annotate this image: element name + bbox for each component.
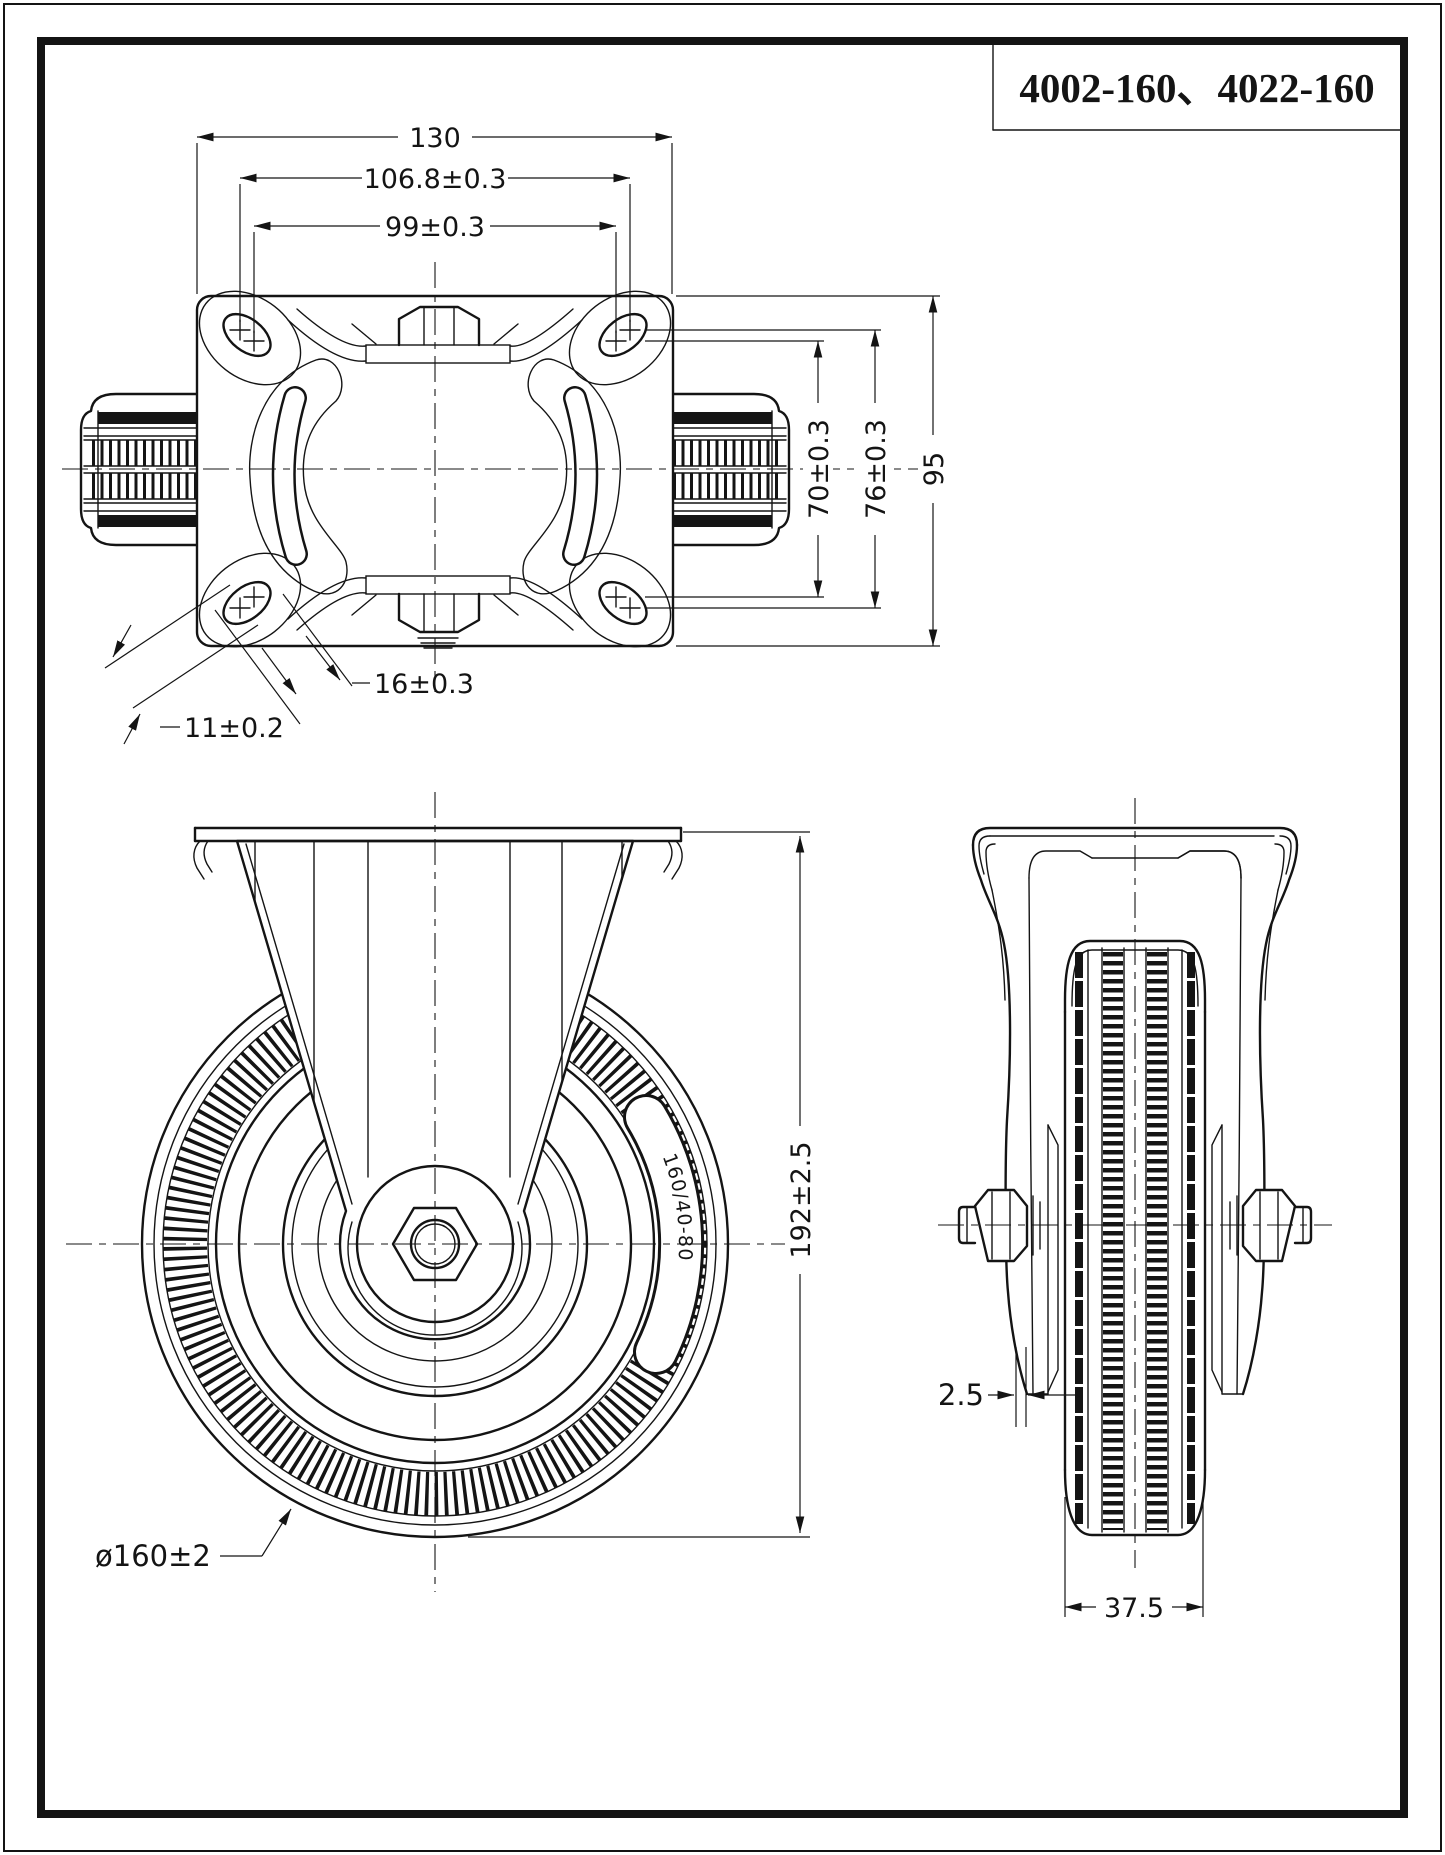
bottom-nut — [397, 592, 481, 649]
front-view-leg-left — [957, 835, 1093, 1396]
front-view-wheel — [1063, 939, 1207, 1537]
dim-overall-depth: 95 — [676, 295, 950, 647]
title-block: 4002-160、4022-160 — [992, 44, 1401, 131]
dim-wheel-diameter: ø160±2 — [95, 1508, 292, 1573]
svg-text:16±0.3: 16±0.3 — [374, 669, 474, 700]
dim-hole-pitch-inner: 99±0.3 — [253, 211, 617, 333]
dim-overall-height: 192±2.5 — [468, 831, 817, 1538]
top-view: 130 106.8±0.3 99±0.3 70±0.3 76±0.3 — [62, 122, 950, 745]
svg-text:192±2.5: 192±2.5 — [786, 1141, 817, 1258]
svg-text:106.8±0.3: 106.8±0.3 — [364, 164, 507, 195]
svg-text:99±0.3: 99±0.3 — [385, 212, 485, 243]
front-view: 2.5 37.5 — [938, 798, 1332, 1624]
dim-hole-pitch-outer: 106.8±0.3 — [239, 163, 631, 322]
dim-bracket-thickness: 2.5 — [938, 1347, 1078, 1427]
front-view-leg-right — [1176, 834, 1313, 1396]
page-border — [3, 3, 1442, 1852]
dim-slot-width: 11±0.2 — [104, 584, 284, 745]
bolt-holes — [198, 290, 672, 648]
dim-wheel-width: 37.5 — [1064, 1497, 1204, 1624]
top-view-wheel-edge-left — [79, 392, 207, 547]
bottom-rib — [365, 575, 511, 595]
svg-text:11±0.2: 11±0.2 — [184, 713, 284, 744]
svg-text:ø160±2: ø160±2 — [95, 1539, 211, 1573]
title-text: 4002-160、4022-160 — [1019, 65, 1374, 111]
top-nut — [397, 305, 481, 347]
top-rib — [365, 344, 511, 364]
svg-text:130: 130 — [409, 123, 461, 154]
svg-text:2.5: 2.5 — [938, 1378, 984, 1412]
dim-hole-pitch-vert-outer: 76±0.3 — [645, 329, 892, 609]
kidney-slot-left — [248, 358, 348, 595]
side-view: 160/40-80 192±2.5 ø160±2 — [66, 792, 817, 1592]
svg-text:37.5: 37.5 — [1104, 1593, 1164, 1624]
dim-hole-pitch-vert-inner: 70±0.3 — [645, 340, 835, 598]
svg-text:70±0.3: 70±0.3 — [804, 419, 835, 519]
svg-text:76±0.3: 76±0.3 — [861, 419, 892, 519]
dim-overall-width: 130 — [196, 122, 673, 294]
front-view-plate — [971, 826, 1299, 879]
dim-slot-length: 16±0.3 — [214, 593, 474, 725]
svg-text:95: 95 — [919, 452, 950, 486]
